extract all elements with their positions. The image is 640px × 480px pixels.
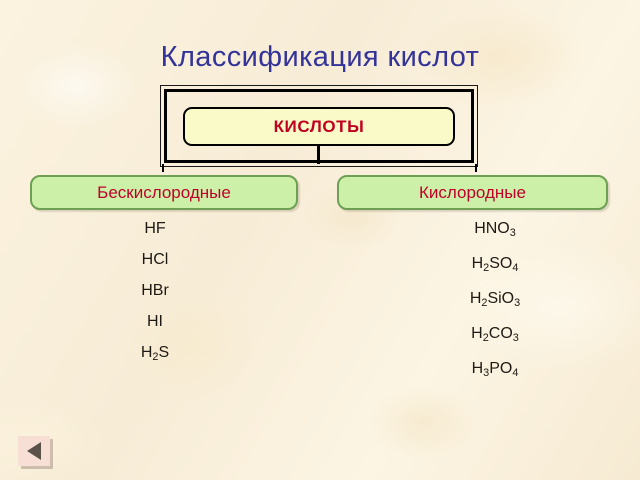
category-label-oxygen: Кислородные (419, 182, 526, 202)
formula-item: H2CO3 (471, 325, 519, 345)
formula-item: HCl (141, 251, 169, 268)
category-box-anoxic: Бескислородные (30, 175, 298, 210)
page-title: Классификация кислот (160, 41, 480, 73)
connector-right-branch (475, 164, 477, 172)
back-navigation-button[interactable] (18, 436, 50, 466)
root-node-acids: КИСЛОТЫ (183, 107, 455, 146)
formula-item: H2S (140, 344, 170, 364)
formula-list-oxygen: HNO3 H2SO4 H2SiO3 H2CO3 H3PO4 (420, 220, 570, 395)
triangle-left-icon (27, 442, 41, 460)
formula-item: HF (144, 220, 166, 237)
formula-item: H3PO4 (471, 360, 519, 380)
connector-left-branch (162, 164, 164, 172)
root-node-label: КИСЛОТЫ (273, 116, 365, 136)
formula-list-anoxic: HF HCl HBr HI H2S (95, 220, 215, 375)
formula-item: H2SiO3 (469, 290, 521, 310)
category-label-anoxic: Бескислородные (97, 182, 231, 202)
formula-item: HBr (141, 282, 169, 299)
formula-item: HNO3 (474, 220, 516, 240)
category-box-oxygen: Кислородные (337, 175, 608, 210)
connector-root-to-branches (317, 146, 320, 164)
formula-item: H2SO4 (471, 255, 519, 275)
formula-item: HI (147, 313, 163, 330)
